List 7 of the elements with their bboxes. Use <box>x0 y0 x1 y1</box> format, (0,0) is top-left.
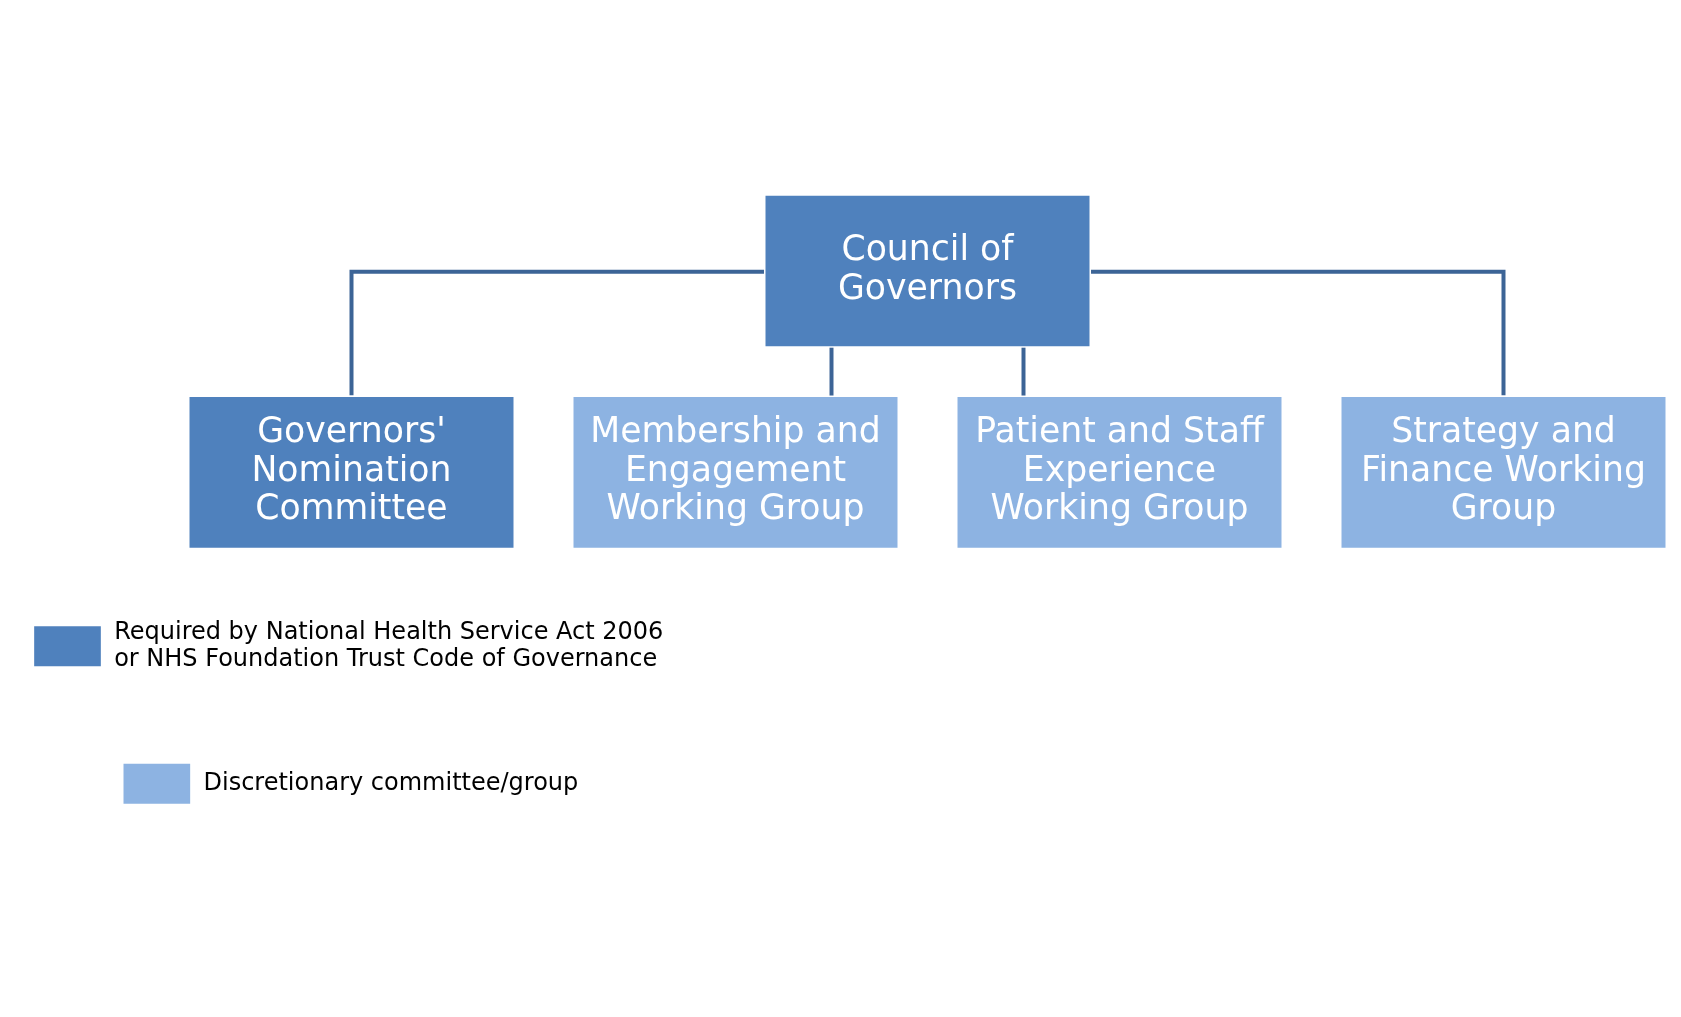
legend-label: Discretionary committee/group <box>203 767 579 796</box>
connector <box>1021 347 1026 395</box>
legend-label: Required by National Health Service Act 2006 or NHS Foundation Trust Code of Governance <box>114 616 664 672</box>
connector <box>349 269 764 395</box>
connector <box>829 347 834 395</box>
connector <box>1091 269 1506 395</box>
node-box: Council of Governors <box>762 192 1093 349</box>
